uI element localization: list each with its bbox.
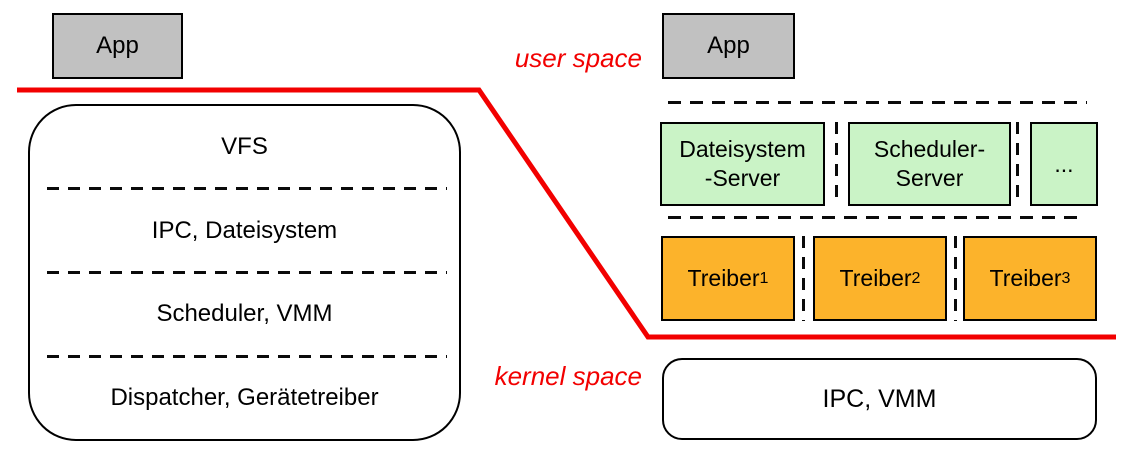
microkernel-kernel-box: IPC, VMM <box>662 358 1097 440</box>
server-label-line: Scheduler- <box>873 136 986 163</box>
driver-separator-dash <box>802 236 805 321</box>
driver-label: Treiber <box>839 265 912 291</box>
microkernel-kernel-label: IPC, VMM <box>822 384 937 413</box>
microkernel-app-label: App <box>707 32 750 59</box>
monolithic-app-box: App <box>52 13 183 79</box>
user-space-label: user space <box>514 43 642 73</box>
layer-vfs-label: VFS <box>221 132 268 160</box>
server-ellipsis-label: ... <box>1054 150 1074 177</box>
server-separator-dash <box>835 122 838 206</box>
layer-dispatcher-geraetetreiber: Dispatcher, Gerätetreiber <box>30 358 459 439</box>
layer-divider <box>47 355 447 358</box>
server-label-line: Server <box>895 165 964 191</box>
layer-vfs: VFS <box>30 106 459 187</box>
server-label-line: Dateisystem <box>679 136 806 163</box>
app-server-separator-dash <box>668 101 1087 104</box>
server-box-ellipsis: ... <box>1030 122 1098 206</box>
layer-dispatcher-geraetetreiber-label: Dispatcher, Gerätetreiber <box>110 384 379 412</box>
driver-label: Treiber <box>989 265 1062 291</box>
layer-scheduler-vmm: Scheduler, VMM <box>30 274 459 355</box>
monolithic-kernel-box: VFS IPC, Dateisystem Scheduler, VMM Disp… <box>28 104 461 441</box>
server-box-scheduler: Scheduler- Server <box>848 122 1011 206</box>
monolithic-app-label: App <box>96 32 139 59</box>
layer-ipc-dateisystem-label: IPC, Dateisystem <box>151 216 338 244</box>
server-separator-dash <box>1016 122 1019 206</box>
layer-ipc-dateisystem: IPC, Dateisystem <box>30 190 459 271</box>
driver-label: Treiber <box>687 265 760 291</box>
driver-separator-dash <box>954 236 957 321</box>
kernel-space-label: kernel space <box>494 361 642 391</box>
layer-scheduler-vmm-label: Scheduler, VMM <box>156 300 333 328</box>
server-box-dateisystem: Dateisystem -Server <box>660 122 825 206</box>
server-driver-separator-dash <box>668 216 1082 219</box>
microkernel-app-box: App <box>662 13 795 79</box>
server-label-line: -Server <box>704 165 781 191</box>
